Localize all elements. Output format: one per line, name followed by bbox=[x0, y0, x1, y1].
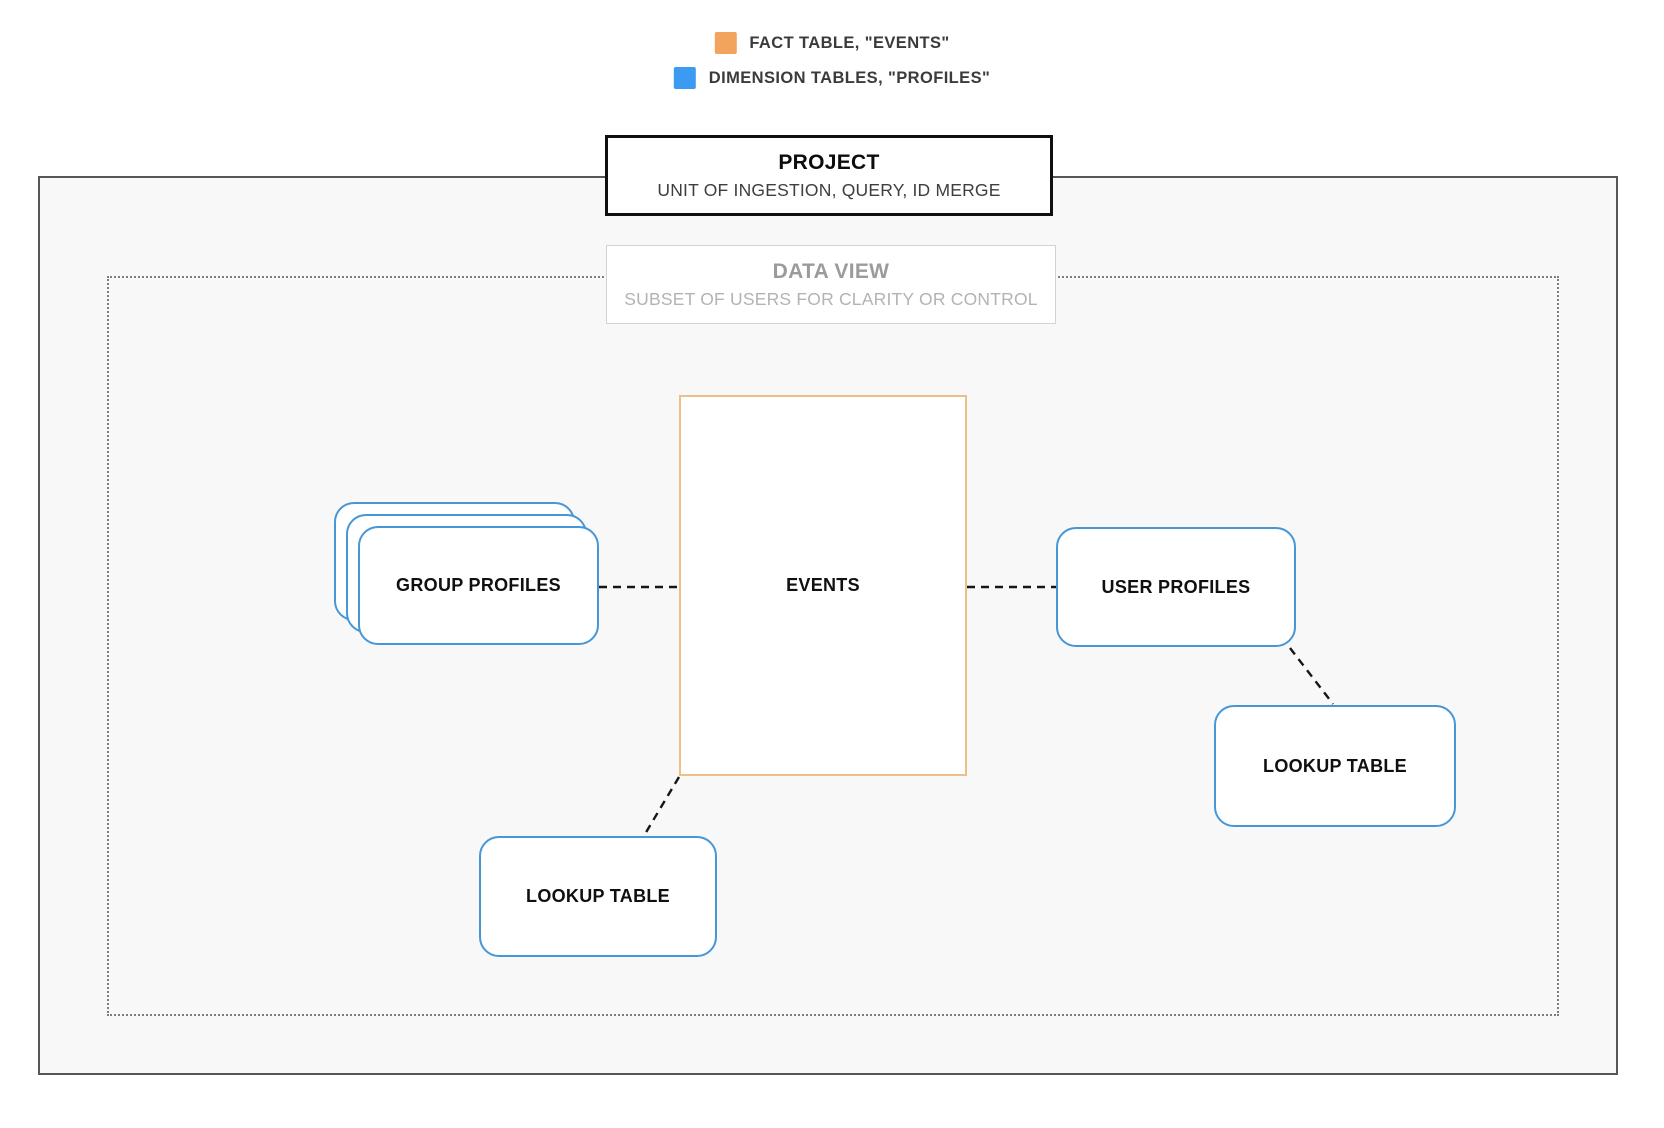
node-label: LOOKUP TABLE bbox=[526, 886, 670, 906]
group-profiles-stack-card-front: GROUP PROFILES bbox=[358, 526, 599, 645]
node-group-profiles: GROUP PROFILES bbox=[334, 502, 599, 645]
node-label: EVENTS bbox=[786, 575, 860, 595]
legend: FACT TABLE, "EVENTS" DIMENSION TABLES, "… bbox=[673, 32, 991, 89]
project-box: PROJECT UNIT OF INGESTION, QUERY, ID MER… bbox=[605, 135, 1053, 216]
legend-item-fact-table: FACT TABLE, "EVENTS" bbox=[714, 32, 949, 54]
node-user-profiles: USER PROFILES bbox=[1056, 527, 1296, 647]
node-label: LOOKUP TABLE bbox=[1263, 755, 1407, 776]
dimension-tables-swatch-icon bbox=[673, 67, 696, 89]
node-label: USER PROFILES bbox=[1101, 576, 1251, 597]
legend-item-dimension-tables: DIMENSION TABLES, "PROFILES" bbox=[673, 67, 991, 89]
fact-table-swatch-icon bbox=[714, 32, 737, 54]
legend-label: FACT TABLE, "EVENTS" bbox=[749, 33, 950, 52]
data-view-subtitle: SUBSET OF USERS FOR CLARITY OR CONTROL bbox=[624, 288, 1038, 309]
project-subtitle: UNIT OF INGESTION, QUERY, ID MERGE bbox=[657, 179, 1001, 200]
data-view-box: DATA VIEW SUBSET OF USERS FOR CLARITY OR… bbox=[606, 245, 1056, 324]
node-label: GROUP PROFILES bbox=[396, 575, 561, 595]
node-lookup-table-left: LOOKUP TABLE bbox=[479, 836, 717, 957]
project-title: PROJECT bbox=[778, 150, 880, 174]
legend-label: DIMENSION TABLES, "PROFILES" bbox=[708, 68, 991, 87]
data-view-title: DATA VIEW bbox=[772, 259, 890, 283]
node-lookup-table-right: LOOKUP TABLE bbox=[1214, 705, 1456, 827]
node-events: EVENTS bbox=[679, 395, 967, 776]
